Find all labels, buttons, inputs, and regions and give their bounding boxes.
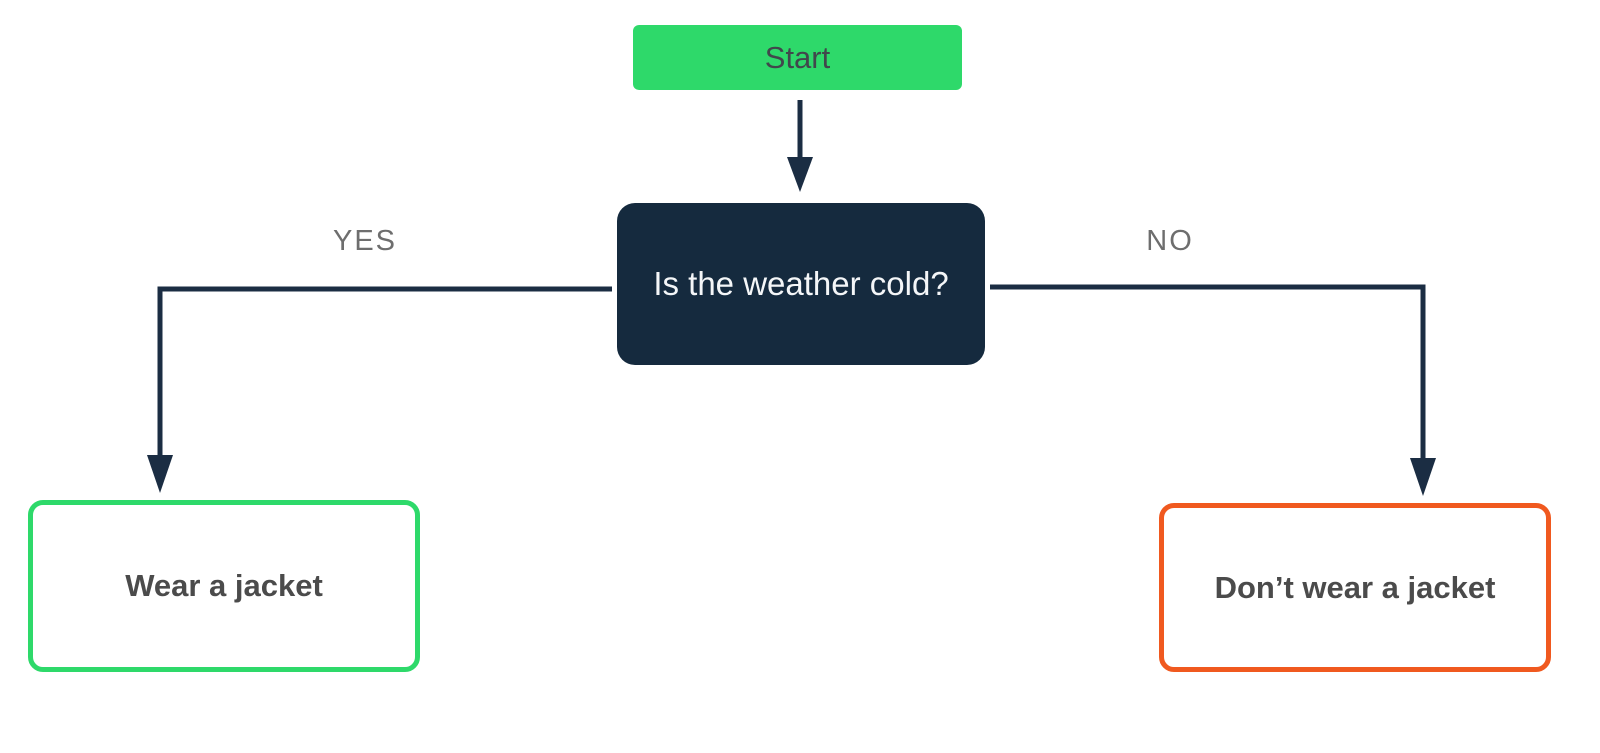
edge-no-branch (990, 284, 1426, 459)
no-edge-label: NO (1146, 225, 1194, 257)
start-node: Start (633, 25, 962, 90)
arrowhead-no-branch (1410, 458, 1436, 496)
start-node-label: Start (764, 39, 831, 75)
arrowhead-yes-branch (147, 455, 173, 493)
yes-edge-label: YES (332, 225, 398, 257)
no-result-node-label: Don’t wear a jacket (1214, 569, 1496, 605)
decision-node-label: Is the weather cold? (653, 265, 949, 302)
decision-node: Is the weather cold? (617, 203, 985, 365)
arrowhead-start-to-decision (787, 157, 813, 192)
yes-result-node: Wear a jacket (28, 500, 420, 672)
no-result-node: Don’t wear a jacket (1159, 503, 1551, 672)
yes-result-node-label: Wear a jacket (125, 568, 323, 603)
edge-yes-branch (157, 286, 612, 457)
